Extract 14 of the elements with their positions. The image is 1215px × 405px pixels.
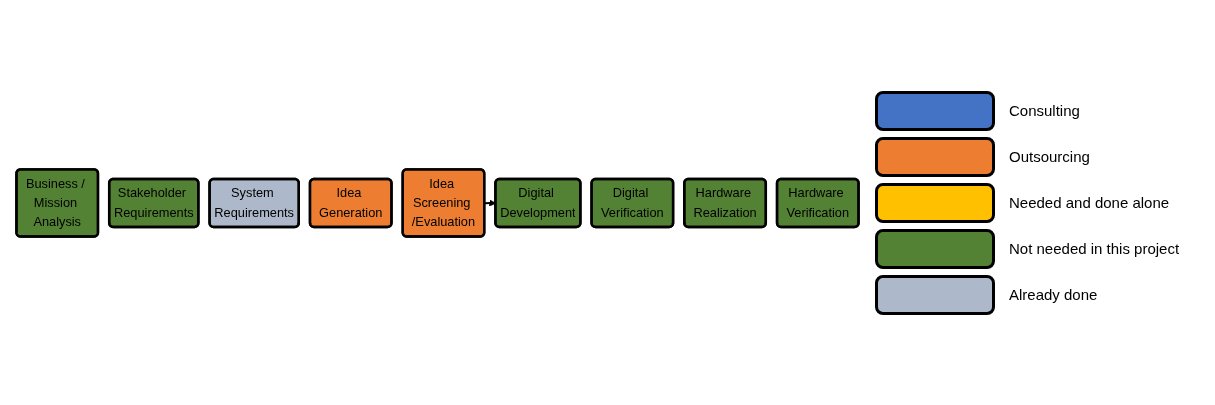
legend-label: Outsourcing [1009,148,1090,165]
legend-label: Not needed in this project [1009,240,1180,257]
process-box: System Requirements [208,177,300,228]
process-box: Digital Development [494,177,582,228]
process-box: Idea Screening /Evaluation [401,167,486,238]
process-box: Hardware Verification [775,177,860,228]
process-box: Idea Generation [308,177,393,228]
legend-label: Already done [1009,286,1098,303]
process-box: Hardware Realization [683,177,768,228]
legend-label: Needed and done alone [1009,194,1170,211]
process-box: Stakeholder Requirements [107,177,200,228]
legend-label: Consulting [1009,102,1080,119]
process-box: Digital Verification [590,177,675,228]
process-box: Business / Mission Analysis [15,167,100,238]
